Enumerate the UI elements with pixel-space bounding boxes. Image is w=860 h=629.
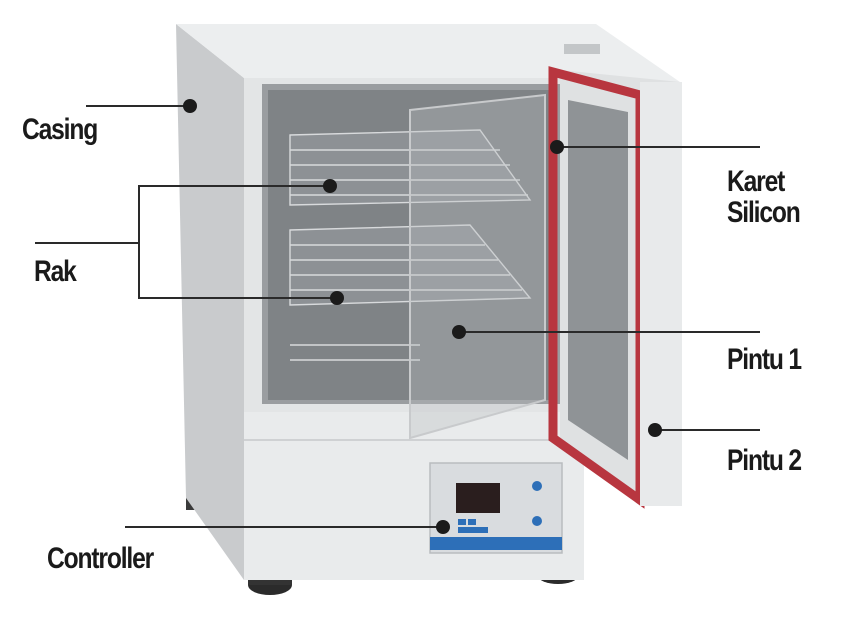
rak-leader-line xyxy=(35,242,139,244)
pintu-1-marker-dot xyxy=(452,325,466,339)
label-karet-silicon: Karet Silicon xyxy=(727,165,801,229)
label-silicon-line: Silicon xyxy=(727,196,801,229)
casing-leader-line xyxy=(86,105,190,107)
label-controller: Controller xyxy=(47,542,154,575)
karet-silicon-marker-dot xyxy=(550,140,564,154)
karet-silicon-leader-line xyxy=(557,146,760,148)
controller-marker-dot xyxy=(436,520,450,534)
controller-display xyxy=(456,483,500,513)
label-rak: Rak xyxy=(34,255,77,288)
label-pintu-2: Pintu 2 xyxy=(727,444,802,477)
rak-upper-marker-dot xyxy=(323,179,337,193)
rak-lower-marker-dot xyxy=(330,291,344,305)
casing-marker-dot xyxy=(183,99,197,113)
rak-bracket xyxy=(138,186,140,299)
rak-bracket-lower-arm xyxy=(138,297,337,299)
pintu-2-leader-line xyxy=(655,429,760,431)
controller-leader-line xyxy=(125,526,443,528)
label-karet-line: Karet xyxy=(727,165,785,198)
casing-side xyxy=(176,24,244,580)
pintu-1-leader-line xyxy=(459,331,760,333)
pintu-2-marker-dot xyxy=(648,423,662,437)
label-pintu-1: Pintu 1 xyxy=(727,343,802,376)
casing-top xyxy=(176,24,680,82)
rak-bracket-upper-arm xyxy=(138,185,330,187)
inner-glass-door xyxy=(409,93,546,440)
label-casing: Casing xyxy=(22,113,98,146)
